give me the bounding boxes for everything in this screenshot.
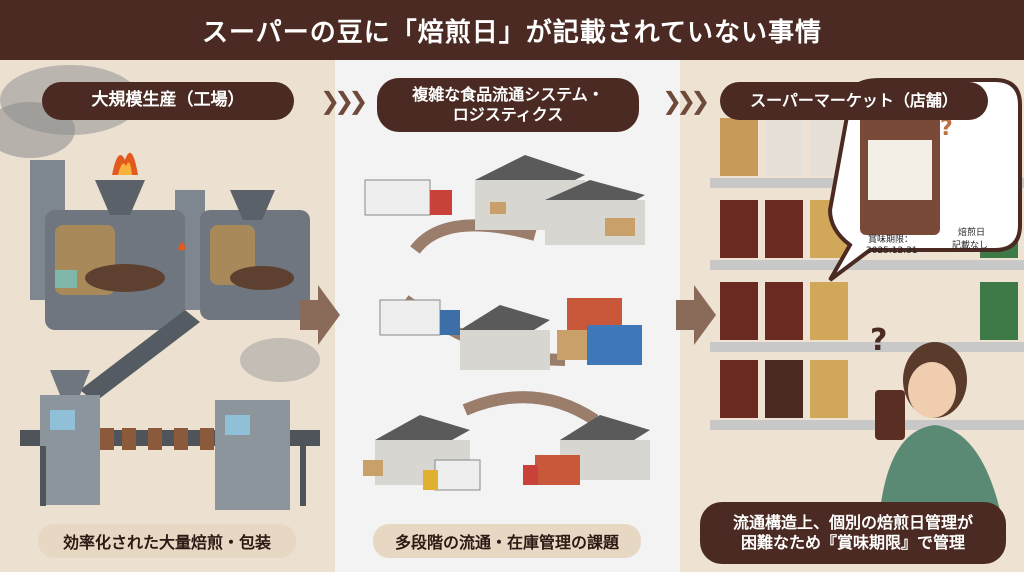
- truck-illustration: [364, 179, 580, 491]
- container-illustration: [557, 298, 642, 365]
- bubble-note-line2: 記載なし: [952, 241, 989, 251]
- logistics-heading: 複雑な食品流通システム・ ロジスティクス: [377, 78, 639, 132]
- flow-arrow-icon: [300, 285, 340, 345]
- bubble-expiry-label: 賞味期限：: [868, 235, 914, 245]
- bubble-note-line1: 焙煎日: [958, 228, 986, 238]
- shelf-illustration: ? ?: [710, 78, 1024, 510]
- shopper-illustration: [875, 342, 1000, 510]
- page-title: スーパーの豆に「焙煎日」が記載されていない事情: [202, 17, 822, 48]
- logistics-heading-line1: 複雑な食品流通システム・: [412, 85, 604, 104]
- supermarket-caption-line2: 困難なため『賞味期限』で管理: [740, 533, 965, 552]
- factory-panel: 大規模生産（工場） 効率化された大量焙煎・包装: [0, 60, 335, 572]
- title-bar: スーパーの豆に「焙煎日」が記載されていない事情: [0, 0, 1024, 60]
- factory-heading: 大規模生産（工場）: [42, 82, 294, 120]
- logistics-caption: 多段階の流通・在庫管理の課題: [373, 524, 641, 558]
- supermarket-caption: 流通構造上、個別の焙煎日管理が 困難なため『賞味期限』で管理: [700, 502, 1006, 564]
- supermarket-panel: ? ? 賞味期限： 2025.12.31 焙煎日 記載なし スーパーマーケット（…: [680, 60, 1024, 572]
- logistics-panel: 複雑な食品流通システム・ ロジスティクス 多段階の流通・在庫管理の課題: [335, 60, 680, 572]
- supermarket-heading: スーパーマーケット（店舗）: [720, 82, 988, 120]
- factory-caption: 効率化された大量焙煎・包装: [38, 524, 296, 558]
- logistics-illustration: [363, 155, 650, 491]
- chevron-arrow-icon: ❯❯❯: [662, 87, 710, 115]
- logistics-heading-line2: ロジスティクス: [452, 105, 564, 124]
- factory-illustration: [0, 65, 320, 510]
- bubble-expiry-date: 2025.12.31: [866, 246, 918, 256]
- chevron-arrow-icon: ❯❯❯: [320, 87, 368, 115]
- question-mark-icon: ?: [870, 323, 887, 358]
- flow-arrow-icon: [676, 285, 716, 345]
- svg-text:?: ?: [940, 116, 953, 141]
- supermarket-caption-line1: 流通構造上、個別の焙煎日管理が: [732, 513, 973, 532]
